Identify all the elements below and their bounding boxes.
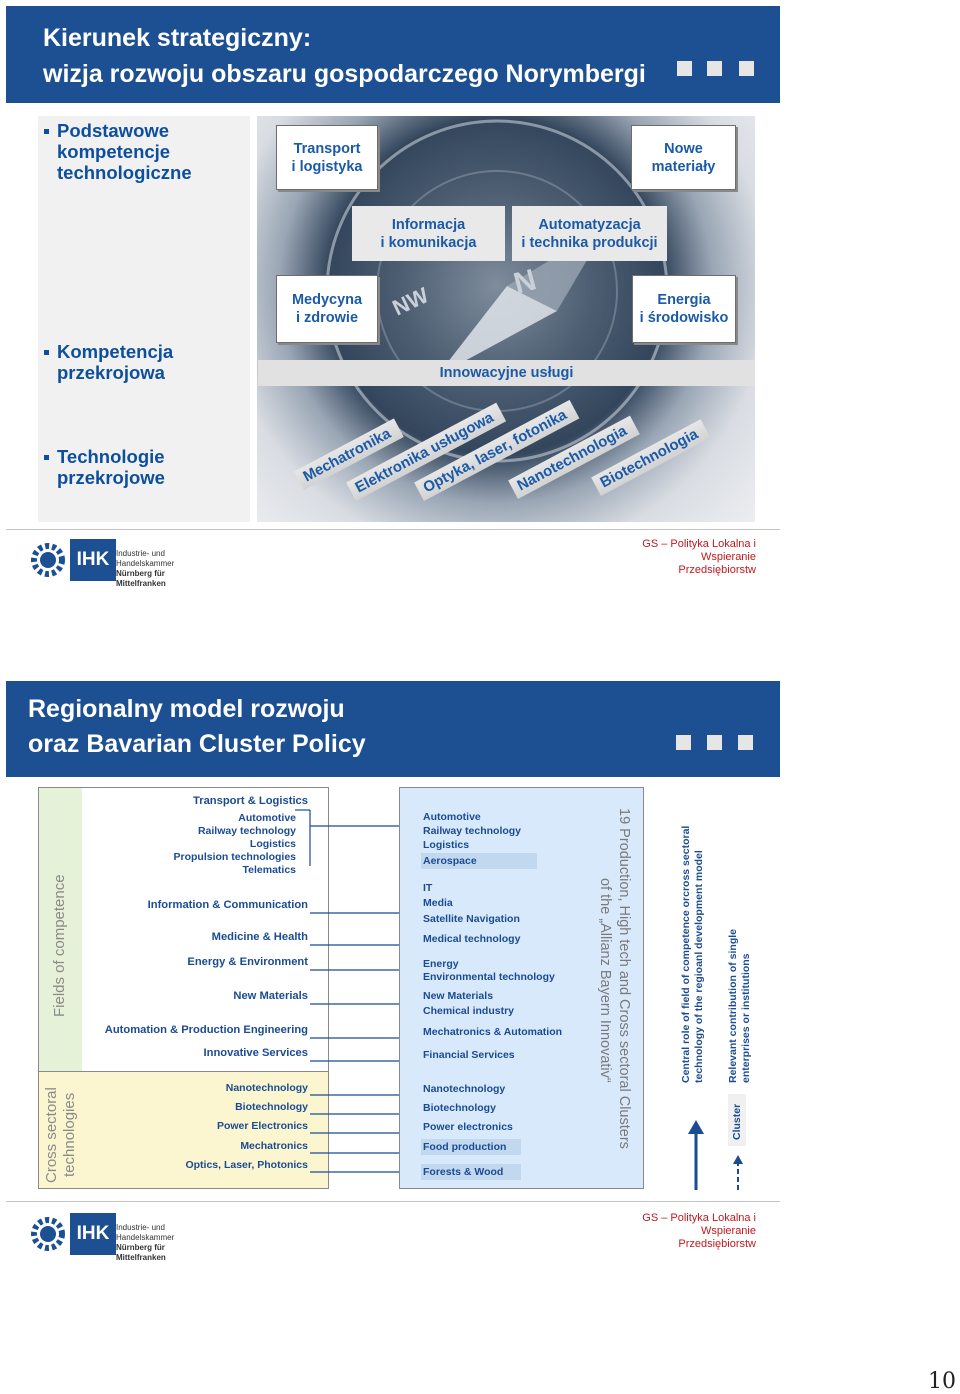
- bullet-core-competences: Podstawowe kompetencje technologiczne: [44, 120, 192, 183]
- cluster-mechatronics: Mechatronics & Automation: [423, 1026, 563, 1038]
- clusters-title-line2: of the „Allianz Bayern Innovativ“: [597, 878, 613, 1083]
- cluster-nano: Nanotechnology: [423, 1083, 506, 1095]
- box-automation-production: Automatyzacja i technika produkcji: [512, 206, 667, 261]
- cluster-chem: Chemical industry: [423, 1005, 515, 1017]
- ihk-name: Industrie- und Handelskammer Nürnberg fü…: [116, 1223, 175, 1262]
- innovative-services-band: Innowacyjne usługi: [258, 360, 755, 386]
- slide1-title-line1: Kierunek strategiczny:: [43, 24, 312, 52]
- slide1-title-line2: wizja rozwoju obszaru gospodarczego Nory…: [43, 60, 646, 88]
- left-panel: [38, 116, 250, 522]
- clusters-title-column: [593, 787, 644, 1189]
- cross-mechatronics: Mechatronics: [240, 1140, 308, 1152]
- cross-nanotech: Nanotechnology: [225, 1082, 308, 1094]
- cluster-satnav: Satellite Navigation: [423, 913, 520, 925]
- ihk-logo: IHK Industrie- und Handelskammer Nürnber…: [30, 1213, 212, 1262]
- ihk-mark: IHK: [70, 539, 116, 581]
- cross-power: Power Electronics: [216, 1120, 308, 1132]
- slide1-title-bar: Kierunek strategiczny: wizja rozwoju obs…: [6, 6, 780, 103]
- cross-sectoral-label-2: technologies: [61, 1092, 78, 1177]
- cluster-medical: Medical technology: [423, 933, 521, 945]
- cluster-bio: Biotechnology: [423, 1102, 496, 1114]
- box-energy-environment: Energia i środowisko: [632, 275, 736, 343]
- cluster-automotive: Automotive: [423, 811, 481, 823]
- cluster-label-box: [728, 1094, 746, 1146]
- cross-optics: Optics, Laser, Photonics: [185, 1159, 308, 1171]
- cluster-financial: Financial Services: [423, 1049, 515, 1061]
- thick-arrow-icon: [688, 1120, 704, 1190]
- relevant-line1: Relevant contribution of single: [727, 928, 739, 1083]
- bullet-cross-competence: Kompetencja przekrojowa: [43, 341, 174, 383]
- decor-square: [707, 735, 722, 750]
- cluster-food: Food production: [421, 1139, 521, 1155]
- box-information-communication: Informacja i komunikacja: [352, 206, 505, 261]
- decor-square: [707, 61, 722, 76]
- box-new-materials: Nowe materiały: [631, 125, 736, 190]
- cross-sectoral-label-1: Cross sectoral: [43, 1087, 60, 1183]
- field-transport: Transport & Logistics: [193, 795, 308, 807]
- cluster-it: IT: [423, 882, 433, 894]
- gear-icon: [31, 543, 65, 577]
- field-services: Innovative Services: [203, 1047, 308, 1059]
- cluster-aerospace: Aerospace: [421, 853, 537, 869]
- central-role-line2: technology of the regioanl development m…: [693, 850, 705, 1083]
- divider: [6, 529, 780, 530]
- divider: [6, 1201, 780, 1202]
- ihk-logo: IHK Industrie- und Handelskammer Nürnber…: [30, 539, 212, 588]
- gs-label: GS – Polityka Lokalna i Wspieranie Przed…: [642, 538, 756, 576]
- decor-square: [676, 735, 691, 750]
- cross-list-panel: [82, 1071, 329, 1189]
- decor-square: [677, 61, 692, 76]
- field-medicine: Medicine & Health: [211, 931, 308, 943]
- cross-sectoral-column: [38, 1071, 84, 1189]
- ihk-mark: IHK: [70, 1213, 116, 1255]
- cluster-power: Power electronics: [423, 1121, 513, 1133]
- ihk-name: Industrie- und Handelskammer Nürnberg fü…: [116, 549, 175, 588]
- svg-text:NW: NW: [389, 282, 433, 320]
- central-role-line1: Central role of field of competence orcr…: [680, 825, 692, 1083]
- cross-biotech: Biotechnology: [235, 1101, 308, 1113]
- relevant-line2: enterprises or institutions: [740, 953, 752, 1083]
- cluster-logistics: Logistics: [423, 839, 470, 851]
- box-medicine-health: Medycyna i zdrowie: [276, 275, 378, 343]
- page-number: 10: [928, 1369, 956, 1394]
- clusters-title-line1: 19 Production, High tech and Cross secto…: [616, 808, 632, 1149]
- thin-arrow-icon: [733, 1155, 743, 1190]
- fields-of-competence-label: Fields of competence: [51, 874, 68, 1017]
- field-energy: Energy & Environment: [187, 956, 308, 968]
- cluster-energy: Energy: [423, 958, 459, 970]
- cluster-media: Media: [423, 897, 453, 909]
- cluster-railway: Railway technology: [423, 825, 522, 837]
- field-transport-sub: Automotive Railway technology Logistics …: [173, 812, 296, 876]
- slide2-title-line1: Regionalny model rozwoju: [28, 695, 345, 723]
- cluster-envtech: Environmental technology: [423, 971, 555, 983]
- box-transport-logistics: Transport i logistyka: [276, 125, 378, 190]
- gear-icon: [31, 1217, 65, 1251]
- gs-label: GS – Polityka Lokalna i Wspieranie Przed…: [642, 1212, 756, 1250]
- cluster-label: Cluster: [731, 1103, 743, 1140]
- connector-lines: [295, 809, 420, 1177]
- field-information: Information & Communication: [147, 899, 308, 911]
- field-automation: Automation & Production Engineering: [104, 1024, 308, 1036]
- decor-square: [739, 61, 754, 76]
- bullet-cross-technologies: Technologie przekrojowe: [44, 446, 165, 488]
- slide2-title-line2: oraz Bavarian Cluster Policy: [28, 730, 366, 758]
- cluster-newmat: New Materials: [423, 990, 494, 1002]
- decor-square: [738, 735, 753, 750]
- slide2-title-bar: Regionalny model rozwoju oraz Bavarian C…: [6, 681, 780, 777]
- field-materials: New Materials: [233, 990, 308, 1002]
- cluster-forests: Forests & Wood: [421, 1164, 521, 1180]
